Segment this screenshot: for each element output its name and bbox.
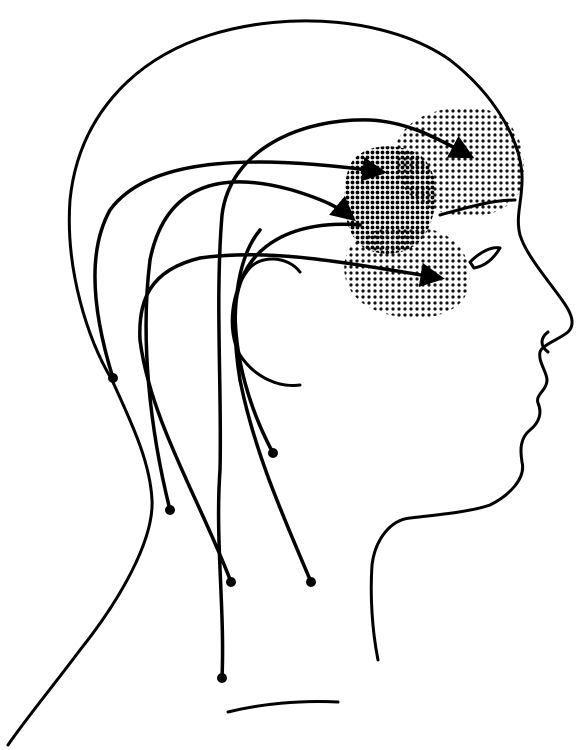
collarbone-line [228,701,338,712]
origin-dot [268,448,278,458]
origin-dot [226,577,236,587]
origin-dot [306,577,316,587]
back-of-neck-contour [8,380,152,745]
origin-dot [108,373,118,383]
referral-path-6 [235,230,311,582]
eye [470,248,500,268]
nostril-contour [542,332,548,352]
origin-dot [217,673,227,683]
origin-dot [165,505,175,515]
